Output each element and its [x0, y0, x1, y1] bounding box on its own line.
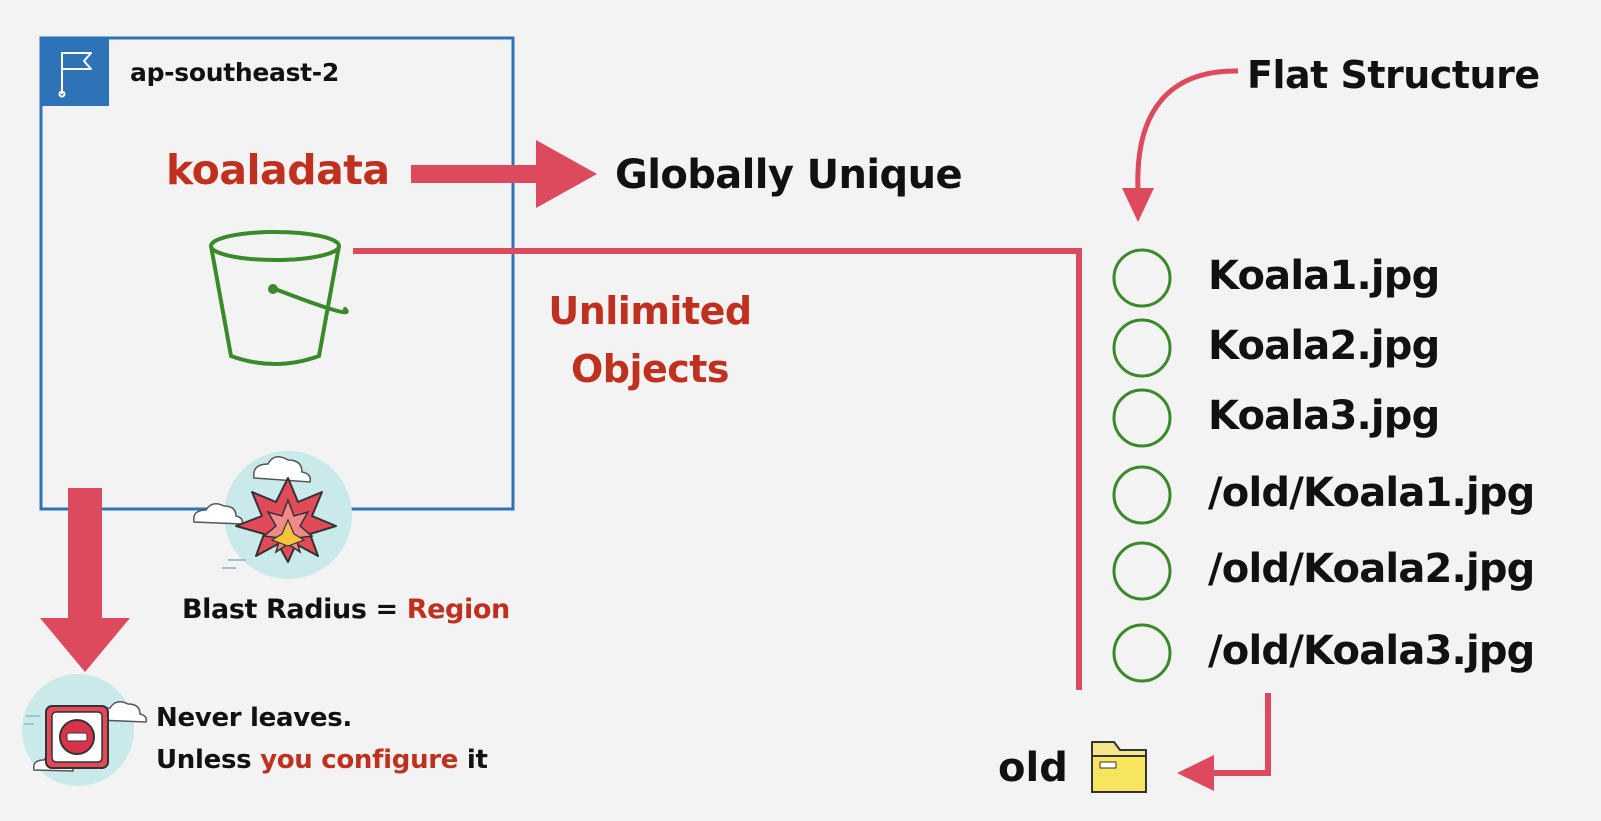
object-label: Koala1.jpg: [1208, 253, 1440, 299]
object-circle: [1112, 623, 1172, 683]
no-entry-icon: [22, 674, 148, 786]
s3-bucket-icon: [209, 230, 349, 366]
never-leaves-label: Never leaves. Unless you configure it: [156, 697, 488, 781]
blast-radius-prefix: Blast Radius =: [182, 594, 407, 625]
object-label: /old/Koala3.jpg: [1208, 628, 1535, 674]
folder-icon: [1091, 741, 1147, 793]
objects-line: Objects: [570, 347, 730, 391]
folder-arrow: [1177, 693, 1271, 791]
blast-radius-highlight: Region: [406, 594, 510, 625]
object-circles: [1112, 248, 1172, 683]
object-circle: [1112, 541, 1172, 601]
never-leaves-prefix: Unless: [156, 745, 261, 775]
globally-unique-label: Globally Unique: [615, 152, 963, 198]
object-label: /old/Koala2.jpg: [1208, 546, 1535, 592]
region-flag-icon: [41, 38, 109, 106]
blast-radius-label: Blast Radius = Region: [182, 594, 510, 625]
folder-label: old: [998, 745, 1068, 791]
object-label: /old/Koala1.jpg: [1208, 470, 1535, 516]
never-leaves-suffix: it: [458, 745, 488, 775]
object-label: Koala2.jpg: [1208, 323, 1440, 369]
region-label: ap-southeast-2: [130, 58, 339, 87]
flat-structure-arrow: [1122, 68, 1239, 222]
object-circle: [1112, 388, 1172, 448]
never-leaves-highlight: you configure: [260, 745, 459, 775]
bucket-connector-line: [353, 248, 1082, 690]
never-leaves-line1: Never leaves.: [156, 703, 352, 733]
region-box: [39, 36, 515, 511]
never-leaves-line2: Unless you configure it: [156, 739, 488, 781]
object-label: Koala3.jpg: [1208, 393, 1440, 439]
never-leaves-arrow: [40, 488, 130, 672]
bucket-name: koaladata: [166, 146, 390, 194]
unlimited-line: Unlimited: [548, 289, 752, 333]
flat-structure-label: Flat Structure: [1247, 53, 1540, 97]
explosion-icon: [193, 451, 352, 579]
object-circle: [1112, 318, 1172, 378]
globally-unique-arrow: [411, 140, 597, 208]
object-circle: [1112, 248, 1172, 308]
object-circle: [1112, 465, 1172, 525]
unlimited-objects-label: Unlimited Objects: [500, 282, 800, 398]
